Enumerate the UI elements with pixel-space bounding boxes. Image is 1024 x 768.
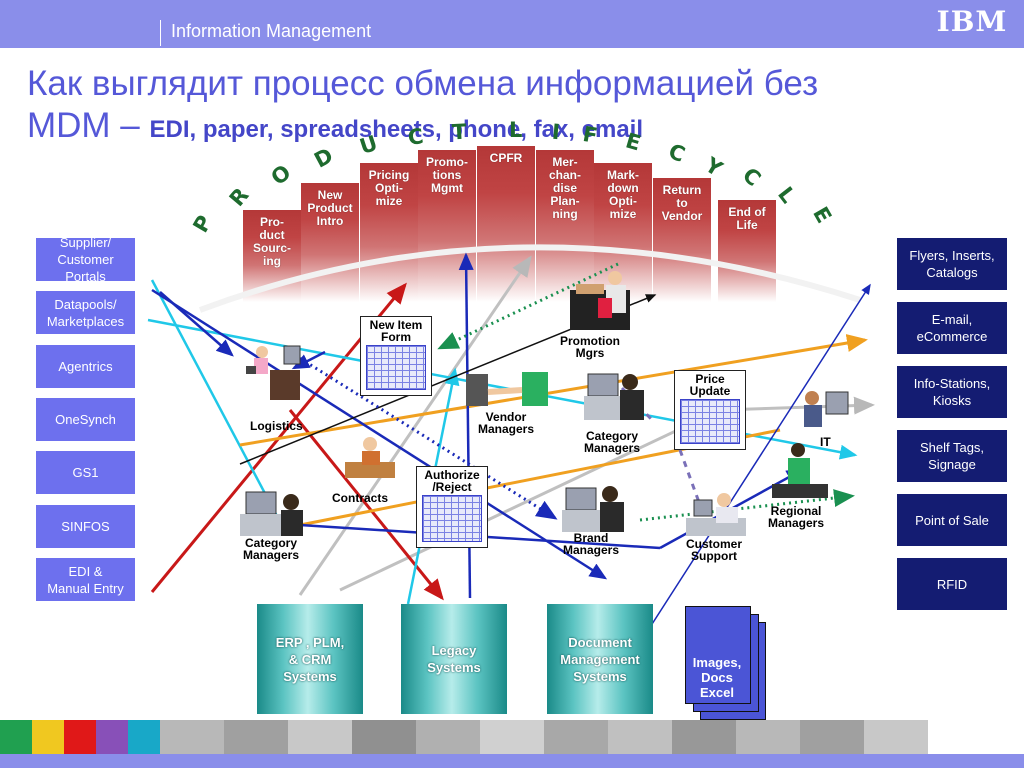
form-grid	[422, 495, 482, 542]
category-managers-mid-figure	[584, 373, 644, 420]
form-authorize-title: Authorize /Reject	[424, 468, 480, 494]
form-authorize-reject: Authorize /Reject	[416, 466, 488, 548]
source-onesynch: OneSynch	[36, 398, 135, 441]
source-edi-manual-entry: EDI & Manual Entry	[36, 558, 135, 601]
stage-return-to-vendor: Return to Vendor	[653, 178, 711, 302]
logistics-figure	[246, 345, 301, 400]
ibm-logo: IBM	[936, 5, 1008, 38]
label-it: IT	[820, 435, 831, 449]
brand-managers-figure	[562, 486, 624, 532]
slide-title-prefix: MDM –	[27, 106, 150, 145]
source-datapools: Datapools/ Marketplaces	[36, 291, 135, 334]
source-supplier-portals: Supplier/ Customer Portals	[36, 238, 135, 281]
system-legacy: Legacy Systems	[401, 604, 507, 714]
it-figure	[804, 391, 849, 427]
label-regional-managers: Regional Managers	[768, 504, 825, 530]
slide-title-subtitle: EDI, paper, spreadsheets, phone, fax, em…	[149, 116, 644, 143]
channel-shelf-tags: Shelf Tags, Signage	[897, 430, 1007, 482]
form-new-item-title: New Item Form	[369, 318, 423, 344]
channel-flyers: Flyers, Inserts, Catalogs	[897, 238, 1007, 290]
label-vendor-managers: Vendor Managers	[478, 410, 535, 436]
stage-markdown-optimize: Mark- down Opti- mize	[594, 163, 652, 302]
slide-title-line1: Как выглядит процесс обмена информацией …	[27, 64, 819, 103]
form-price-update: Price Update	[674, 370, 746, 450]
channel-rfid: RFID	[897, 558, 1007, 610]
contracts-figure	[345, 437, 395, 478]
stage-merchandise-planning: Mer- chan- dise Plan- ning	[536, 150, 594, 302]
customer-support-figure	[686, 493, 746, 536]
source-sinfos: SINFOS	[36, 505, 135, 548]
label-customer-support: Customer Support	[686, 537, 743, 563]
source-agentrics: Agentrics	[36, 345, 135, 388]
form-grid	[366, 345, 426, 390]
footer-bar	[0, 754, 1024, 768]
label-category-managers-left: Category Managers	[243, 536, 300, 562]
stage-end-of-life: End of Life	[718, 200, 776, 302]
label-images-docs-excel: Images, Docs Excel	[692, 655, 742, 700]
header-separator	[160, 20, 161, 46]
form-grid	[680, 399, 740, 444]
channel-info-stations: Info-Stations, Kiosks	[897, 366, 1007, 418]
stage-pricing-optimize: Pricing Opti- mize	[360, 163, 418, 302]
slide-title-line2: MDM – EDI, paper, spreadsheets, phone, f…	[27, 106, 643, 146]
label-logistics: Logistics	[250, 419, 303, 433]
channel-point-of-sale: Point of Sale	[897, 494, 1007, 546]
label-brand-managers: Brand Managers	[563, 531, 620, 557]
header-bar: Information Management IBM	[0, 0, 1024, 48]
footer-color-strip	[0, 720, 1024, 754]
system-document-management: Document Management Systems	[547, 604, 653, 714]
stage-new-product-intro: New Product Intro	[301, 183, 359, 302]
source-gs1: GS1	[36, 451, 135, 494]
category-managers-left-figure	[240, 491, 303, 536]
regional-managers-figure	[772, 443, 828, 498]
docs-stack-front	[685, 606, 751, 704]
lifecycle-letter: L	[509, 118, 523, 142]
promotion-mgrs-figure	[570, 271, 630, 330]
form-new-item: New Item Form	[360, 316, 432, 396]
label-category-managers-mid: Category Managers	[584, 429, 641, 455]
header-title: Information Management	[171, 21, 372, 41]
vendor-managers-figure	[466, 372, 548, 406]
label-promotion-mgrs: Promotion Mgrs	[560, 334, 620, 360]
channel-email: E-mail, eCommerce	[897, 302, 1007, 354]
label-contracts: Contracts	[332, 491, 389, 505]
form-price-update-title: Price Update	[689, 372, 731, 398]
system-erp-plm-crm: ERP , PLM, & CRM Systems	[257, 604, 363, 714]
